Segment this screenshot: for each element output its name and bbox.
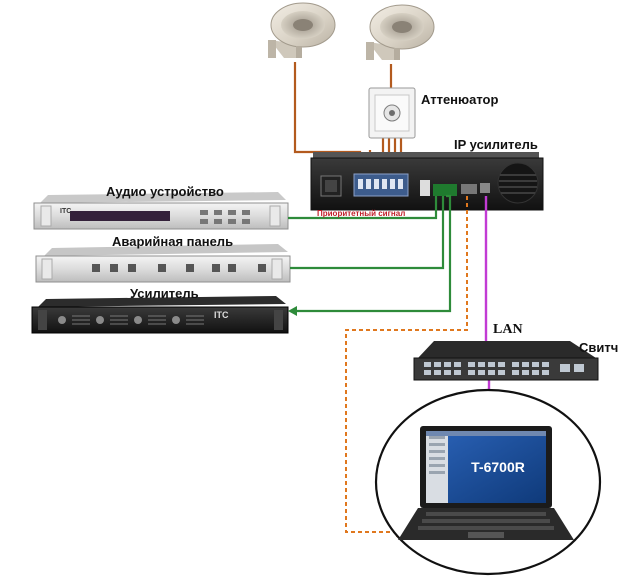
amplifier-label: Усилитель — [130, 286, 199, 301]
laptop-icon: T-6700R — [374, 388, 602, 576]
ip-amplifier-label: IP усилитель — [454, 137, 538, 152]
horn-speaker-icon — [366, 4, 435, 60]
network-switch-icon — [413, 341, 599, 381]
horn-speaker-icon — [268, 2, 336, 58]
rack-device-icon — [35, 244, 291, 283]
ip-amplifier-icon — [310, 152, 544, 211]
audio-device-label: Аудио устройство — [106, 184, 224, 199]
lan-wiring — [481, 196, 491, 422]
rack-device-icon: ITC — [31, 296, 289, 334]
emergency-panel-label: Аварийная панель — [112, 234, 234, 249]
lan-label: LAN — [493, 322, 523, 337]
brand-logo: ITC — [214, 310, 229, 320]
rack-device-icon: ITC — [33, 192, 289, 230]
attenuator-icon — [368, 87, 416, 139]
laptop-screen-title: T-6700R — [471, 459, 525, 475]
brand-logo: ITC — [60, 208, 71, 215]
priority-signal-label: Приоритетный сигнал — [317, 209, 406, 218]
attenuator-label: Аттенюатор — [421, 92, 499, 107]
switch-label: Свитч — [579, 340, 619, 355]
audio-wiring — [288, 194, 452, 316]
